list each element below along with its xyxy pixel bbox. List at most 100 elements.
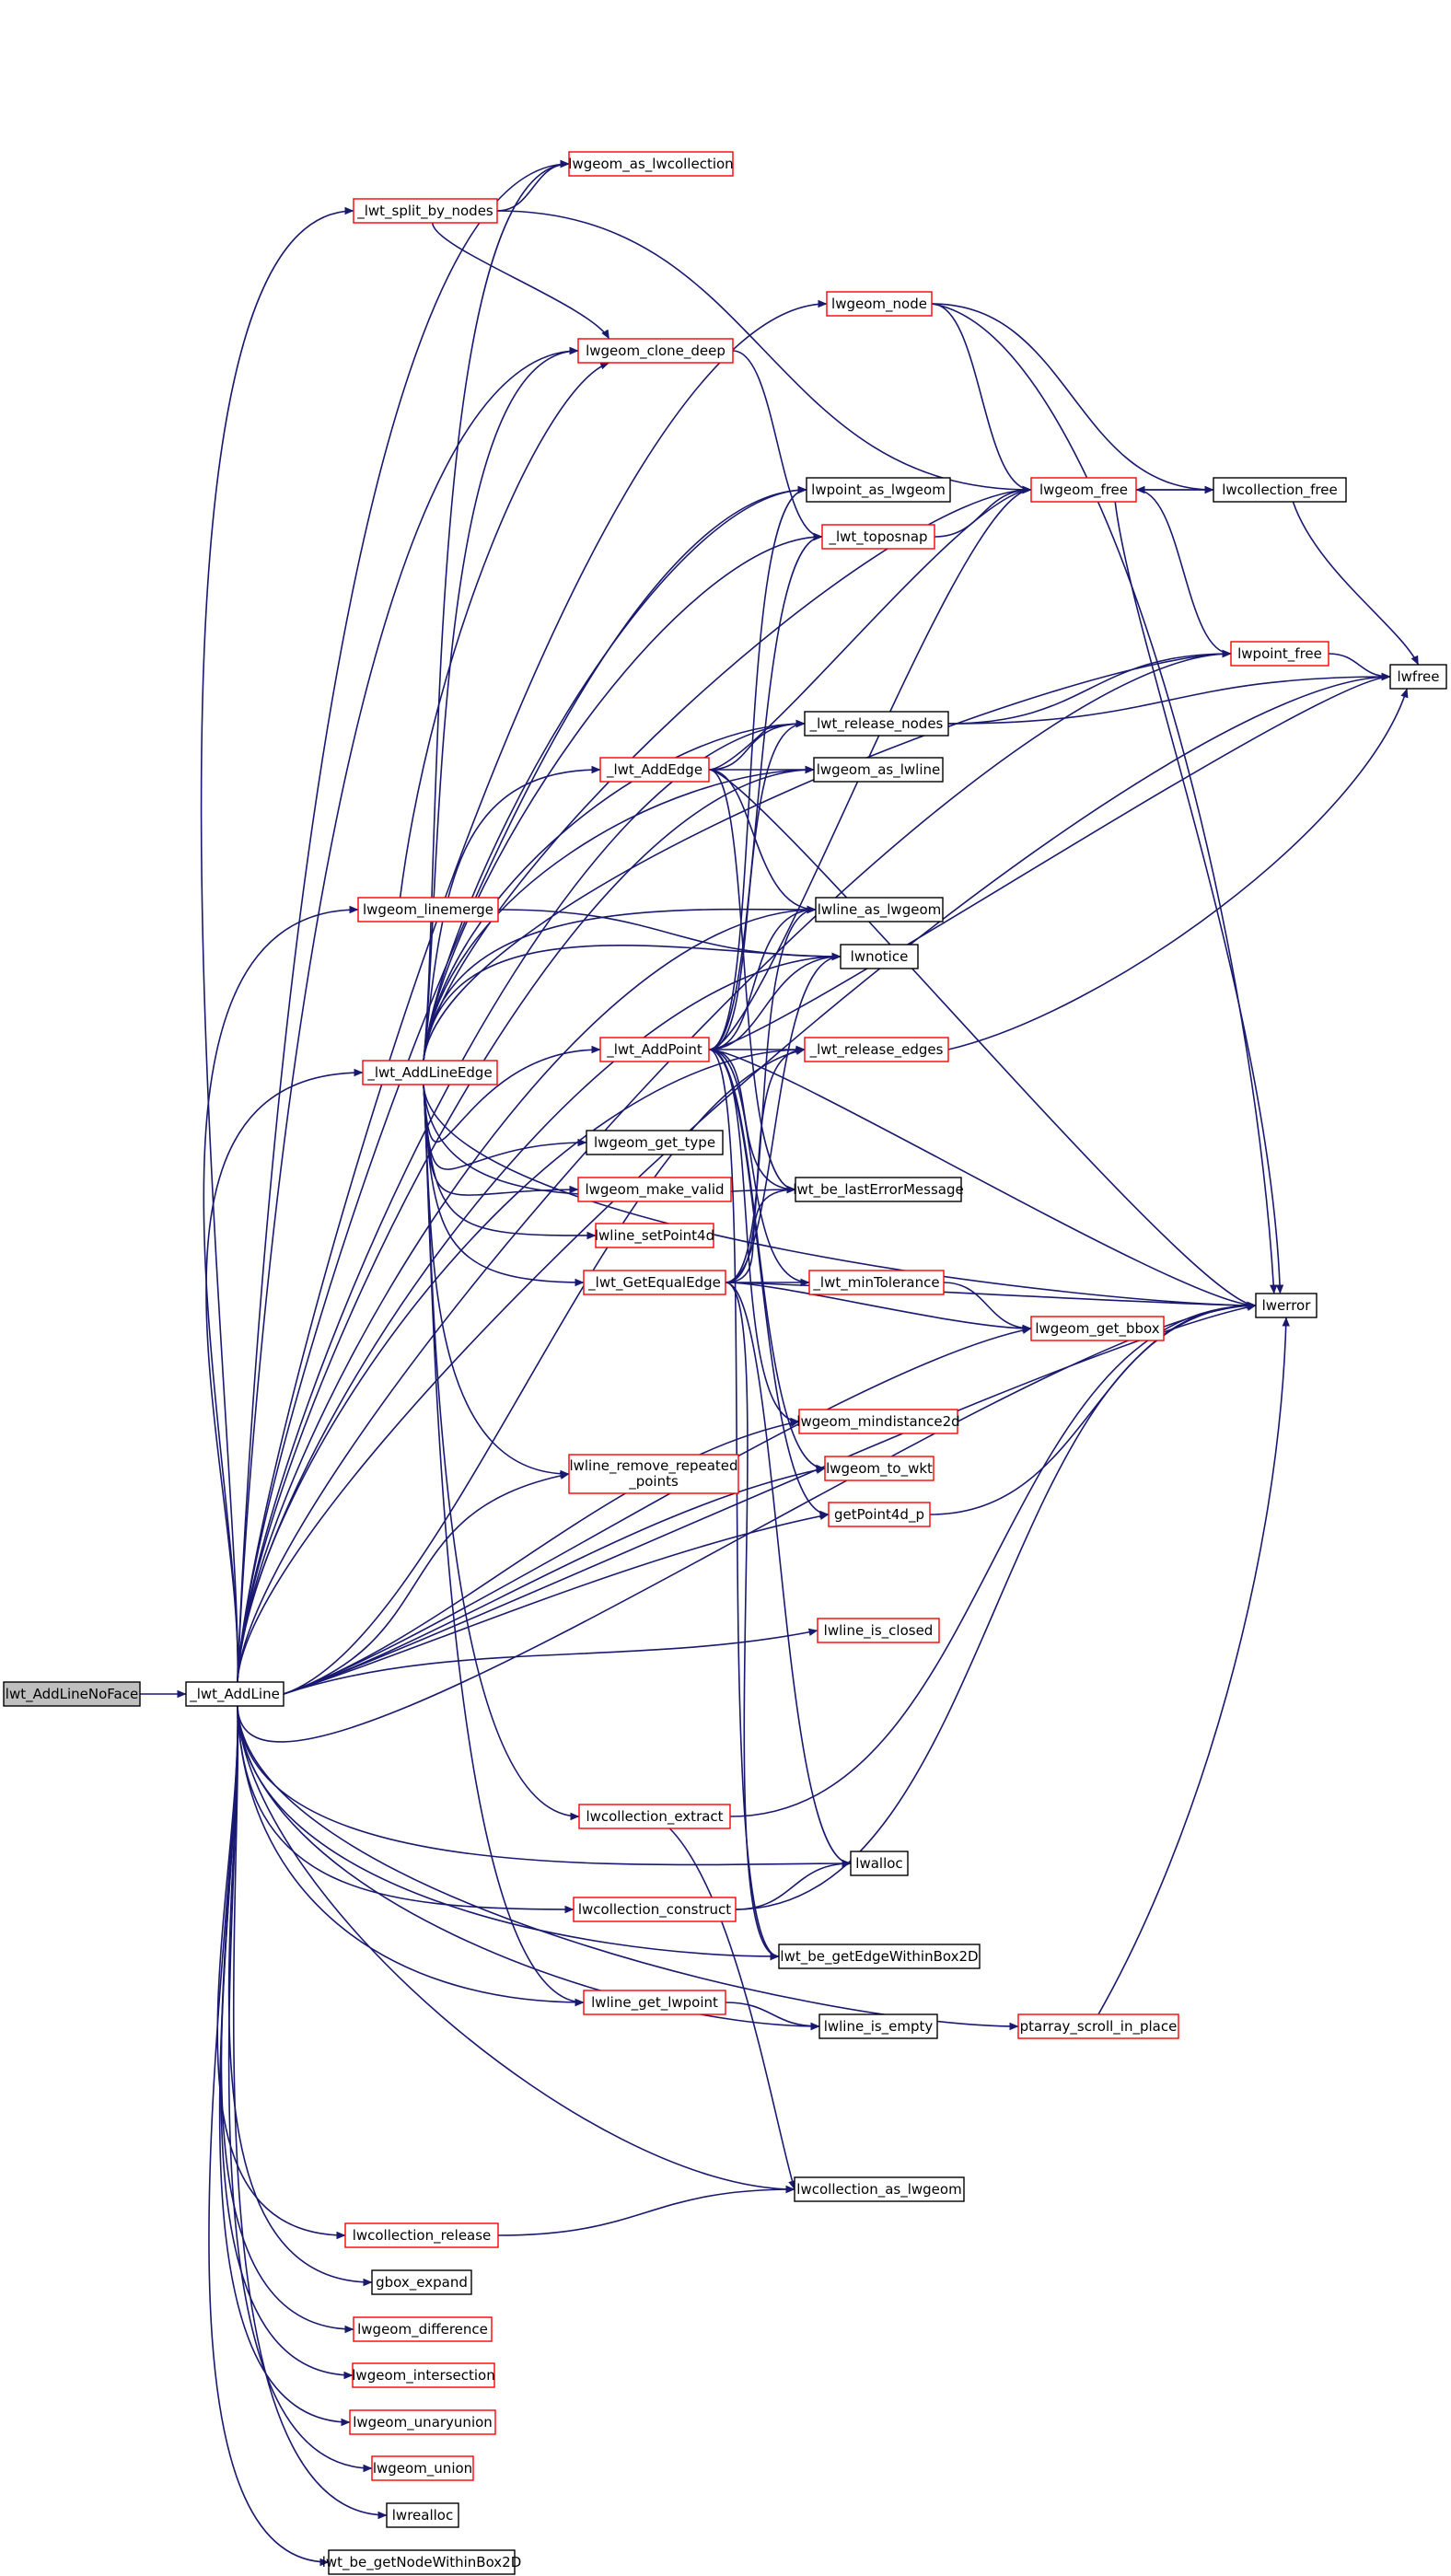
- node-intersection[interactable]: lwgeom_intersection: [352, 2362, 495, 2388]
- node-box: [599, 1037, 710, 1062]
- node-lwnotice: lwnotice: [840, 944, 919, 969]
- edge-addlineedge-to-remove_rep-low: [423, 1084, 570, 1479]
- node-to-wkt[interactable]: lwgeom_to_wkt: [824, 1456, 934, 1481]
- node-label: lwpoint_free: [1237, 645, 1322, 663]
- edge-scroll-to-lwerror: [1097, 1317, 1290, 2015]
- edge-addline-to-get_lwpoint-low: [237, 1705, 585, 2007]
- node-label: lwgeom_clone_deep: [586, 342, 726, 360]
- node-addedge[interactable]: _lwt_AddEdge: [599, 757, 710, 783]
- node-lwgeom-free[interactable]: lwgeom_free: [1030, 477, 1137, 503]
- node-lwcoll-free: lwcollection_free: [1213, 477, 1347, 503]
- node-coll-extract[interactable]: lwcollection_extract: [578, 1804, 731, 1829]
- node-label: lwline_get_lwpoint: [591, 1994, 718, 2012]
- node-getpoint4d[interactable]: getPoint4d_p: [828, 1502, 931, 1527]
- node-addpoint[interactable]: _lwt_AddPoint: [599, 1037, 710, 1062]
- node-is-closed[interactable]: lwline_is_closed: [817, 1618, 940, 1643]
- node-box: [595, 1223, 714, 1248]
- node-label: lwgeom_unaryunion: [353, 2414, 493, 2431]
- node-box: [806, 477, 951, 503]
- node-union[interactable]: lwgeom_union: [371, 2455, 474, 2481]
- node-release-edges[interactable]: _lwt_release_edges: [804, 1037, 949, 1062]
- edge-addlineedge-to-get_lwpoint-low: [423, 1084, 585, 2007]
- edge-getequaledge-to-lwnotice: [725, 952, 842, 1283]
- edge-getequaledge-to-lwerror: [725, 1282, 1257, 1310]
- edge-coll_construct-to-lwalloc: [735, 1859, 852, 1910]
- edge-addline-to-intersection-low: [220, 1705, 354, 2380]
- call-edges: [139, 159, 1420, 2567]
- edge-addline-to-difference-low: [220, 1705, 354, 2334]
- node-box: [808, 1270, 945, 1295]
- node-label: _lwt_AddEdge: [606, 761, 702, 779]
- node-box: [826, 291, 933, 317]
- node-get-bbox[interactable]: lwgeom_get_bbox: [1030, 1316, 1165, 1341]
- node-difference[interactable]: lwgeom_difference: [353, 2316, 493, 2342]
- edge-addline-to-union-low: [227, 1705, 373, 2473]
- edge-addlineedge-to-get_type-low: [423, 1084, 587, 1170]
- node-box: [1017, 2013, 1179, 2039]
- edge-addline-to-as_lwcoll: [237, 159, 570, 1683]
- edge-addpoint-to-release_nodes: [708, 719, 806, 1050]
- edge-addlineedge-to-lwpoint_as_lwgeom: [423, 485, 807, 1062]
- edge-addline-to-gbox_expand-low: [227, 1705, 373, 2287]
- edge-addline-to-release_nodes: [237, 719, 806, 1683]
- node-remove-rep[interactable]: lwline_remove_repeated_points: [568, 1454, 739, 1494]
- node-label: lwgeom_to_wkt: [826, 1460, 933, 1478]
- node-box: [813, 757, 944, 783]
- edge-getequaledge-to-edgewithinbox: [725, 1282, 780, 1961]
- node-mindist[interactable]: lwgeom_mindistance2d: [796, 1409, 960, 1434]
- node-split-nodes[interactable]: _lwt_split_by_nodes: [353, 198, 498, 224]
- edge-getequaledge-to-release_edges: [725, 1045, 806, 1283]
- node-scroll[interactable]: ptarray_scroll_in_place: [1017, 2013, 1179, 2039]
- node-get-lwpoint[interactable]: lwline_get_lwpoint: [583, 1990, 726, 2015]
- node-label: lwpoint_as_lwgeom: [811, 482, 946, 499]
- node-box: [349, 2409, 496, 2435]
- node-clone-deep[interactable]: lwgeom_clone_deep: [577, 338, 734, 364]
- node-box: [573, 1897, 737, 1922]
- node-label: lwgeom_as_lwcollection: [568, 156, 733, 173]
- node-getequaledge[interactable]: _lwt_GetEqualEdge: [583, 1270, 726, 1295]
- node-box: [794, 2176, 965, 2202]
- edge-addline-to-lwline_as_lwgeom: [237, 905, 817, 1683]
- edge-addedge-to-lwgeom_free: [708, 485, 1032, 771]
- node-label: lwerror: [1262, 1297, 1312, 1314]
- node-gbox-expand: gbox_expand: [371, 2269, 472, 2295]
- node-lwgeom-node[interactable]: lwgeom_node: [826, 291, 933, 317]
- edge-split_nodes-to-as_lwcoll: [496, 159, 570, 212]
- edge-getequaledge-to-lasterr: [725, 1185, 796, 1283]
- node-coll-construct[interactable]: lwcollection_construct: [573, 1897, 737, 1922]
- edge-addline-to-split_nodes: [200, 206, 354, 1683]
- node-box: [1389, 664, 1447, 690]
- node-make-valid[interactable]: lwgeom_make_valid: [577, 1177, 732, 1202]
- node-label: lwgeom_linemerge: [363, 901, 493, 919]
- node-box: [357, 897, 499, 922]
- node-toposnap[interactable]: _lwt_toposnap: [821, 524, 935, 550]
- edge-addline-to-coll_as_lwgeom-low: [237, 1705, 795, 2194]
- node-edgewithinbox: lwt_be_getEdgeWithinBox2D: [778, 1944, 981, 1969]
- edge-addpoint-to-edgewithinbox: [708, 1049, 780, 1961]
- node-unaryunion[interactable]: lwgeom_unaryunion: [349, 2409, 496, 2435]
- edge-coll_extract-to-coll_as_lwgeom: [668, 1828, 796, 2190]
- node-lwalloc: lwalloc: [850, 1851, 909, 1876]
- edge-addedge-to-lasterr: [708, 769, 796, 1194]
- node-coll-release[interactable]: lwcollection_release: [344, 2222, 499, 2248]
- node-linemerge[interactable]: lwgeom_linemerge: [357, 897, 499, 922]
- node-as-lwline: lwgeom_as_lwline: [813, 757, 944, 783]
- node-label: lwrealloc: [392, 2507, 453, 2524]
- node-mintol[interactable]: _lwt_minTolerance: [808, 1270, 945, 1295]
- node-as-lwcoll[interactable]: lwgeom_as_lwcollection: [568, 151, 734, 177]
- node-label: lwgeom_as_lwline: [817, 761, 941, 779]
- node-lwrealloc: lwrealloc: [386, 2502, 459, 2528]
- node-is-empty: lwline_is_empty: [818, 2013, 938, 2039]
- node-box: [821, 524, 935, 550]
- node-addlineedge[interactable]: _lwt_AddLineEdge: [362, 1060, 498, 1085]
- node-label: _lwt_toposnap: [828, 528, 927, 546]
- node-box: [353, 2316, 493, 2342]
- node-lwpoint-free[interactable]: lwpoint_free: [1230, 641, 1329, 667]
- node-setpoint4d[interactable]: lwline_setPoint4d: [595, 1223, 714, 1248]
- node-label: getPoint4d_p: [834, 1506, 924, 1524]
- node-box: [798, 1409, 958, 1434]
- edge-split-to-clone: [432, 222, 610, 340]
- node-box: [371, 2269, 472, 2295]
- node-label: lwnotice: [851, 948, 909, 965]
- node-label: _lwt_minTolerance: [812, 1274, 939, 1292]
